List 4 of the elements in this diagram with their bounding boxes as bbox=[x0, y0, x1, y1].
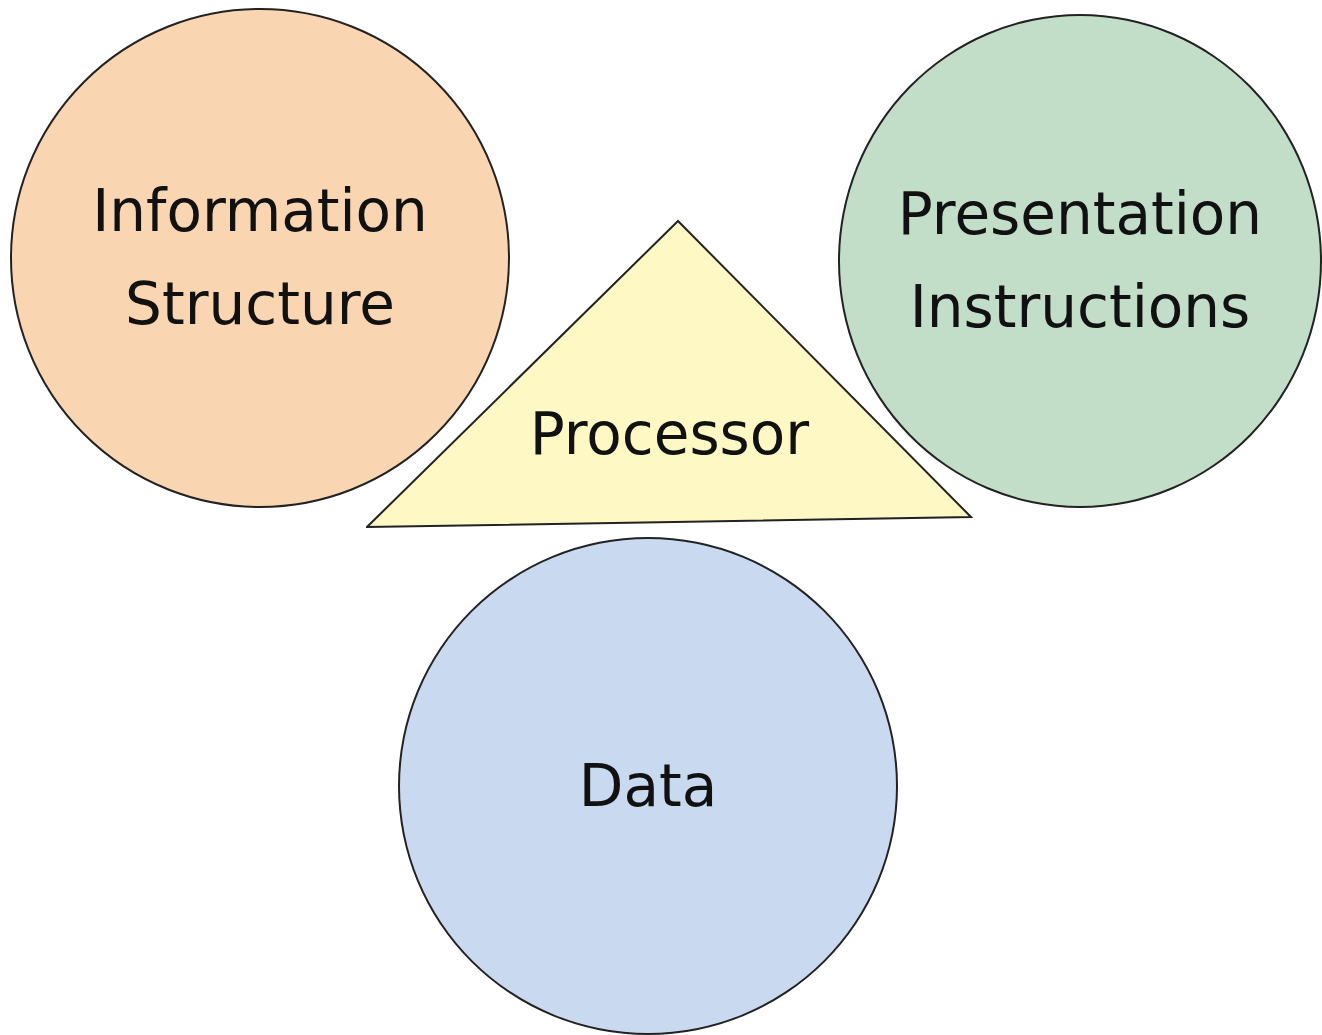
node-label: Presentation Instructions bbox=[896, 179, 1264, 343]
node-label: Information Structure bbox=[91, 176, 429, 340]
node-label: Data bbox=[578, 750, 718, 822]
node-label: Processor bbox=[529, 398, 810, 470]
